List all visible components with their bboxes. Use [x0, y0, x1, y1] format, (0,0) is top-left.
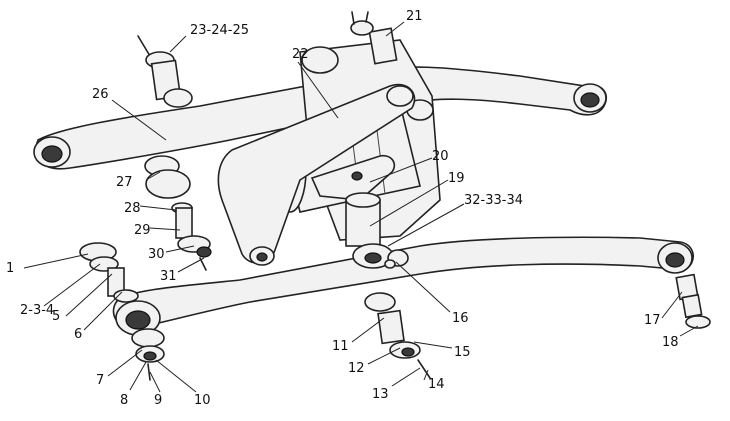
lower-link-arm [112, 236, 694, 336]
label-18: 18 [662, 335, 679, 350]
label-10: 10 [194, 393, 211, 408]
leader-lines [23, 21, 699, 393]
label-5: 5 [52, 309, 60, 324]
part-labels: 1 2-3-4 5 6 7 8 9 10 11 12 13 14 15 16 1… [6, 9, 679, 408]
right-lower-joint-stack [364, 292, 431, 379]
upper-pin [350, 11, 398, 65]
label-16: 16 [452, 311, 469, 326]
label-21: 21 [406, 9, 423, 24]
label-11: 11 [332, 339, 349, 354]
label-6: 6 [74, 327, 82, 342]
label-27: 27 [116, 175, 133, 190]
front-bellcrank-plate [217, 83, 416, 266]
label-19: 19 [448, 171, 465, 186]
label-26: 26 [92, 87, 109, 102]
label-8: 8 [120, 393, 128, 408]
label-20: 20 [432, 149, 449, 164]
label-9: 9 [154, 393, 162, 408]
mount-bracket [310, 154, 396, 201]
right-end-joint-stack [675, 273, 711, 329]
label-28: 28 [124, 201, 141, 216]
left-lower-joint-stack [79, 242, 165, 381]
label-13: 13 [372, 387, 389, 402]
label-1: 1 [6, 261, 14, 276]
label-14: 14 [428, 377, 445, 392]
label-22: 22 [292, 47, 309, 62]
upper-bolt-assembly [137, 35, 193, 108]
pivot-shaft-assembly [345, 192, 409, 269]
label-30: 30 [148, 247, 165, 262]
label-23-24-25: 23-24-25 [190, 23, 249, 38]
label-31: 31 [160, 269, 177, 284]
label-2-3-4: 2-3-4 [20, 303, 54, 318]
label-32-33-34: 32-33-34 [464, 193, 523, 208]
label-15: 15 [454, 345, 471, 360]
label-12: 12 [348, 361, 365, 376]
label-7: 7 [96, 373, 104, 388]
label-29: 29 [134, 223, 151, 238]
label-17: 17 [644, 313, 661, 328]
